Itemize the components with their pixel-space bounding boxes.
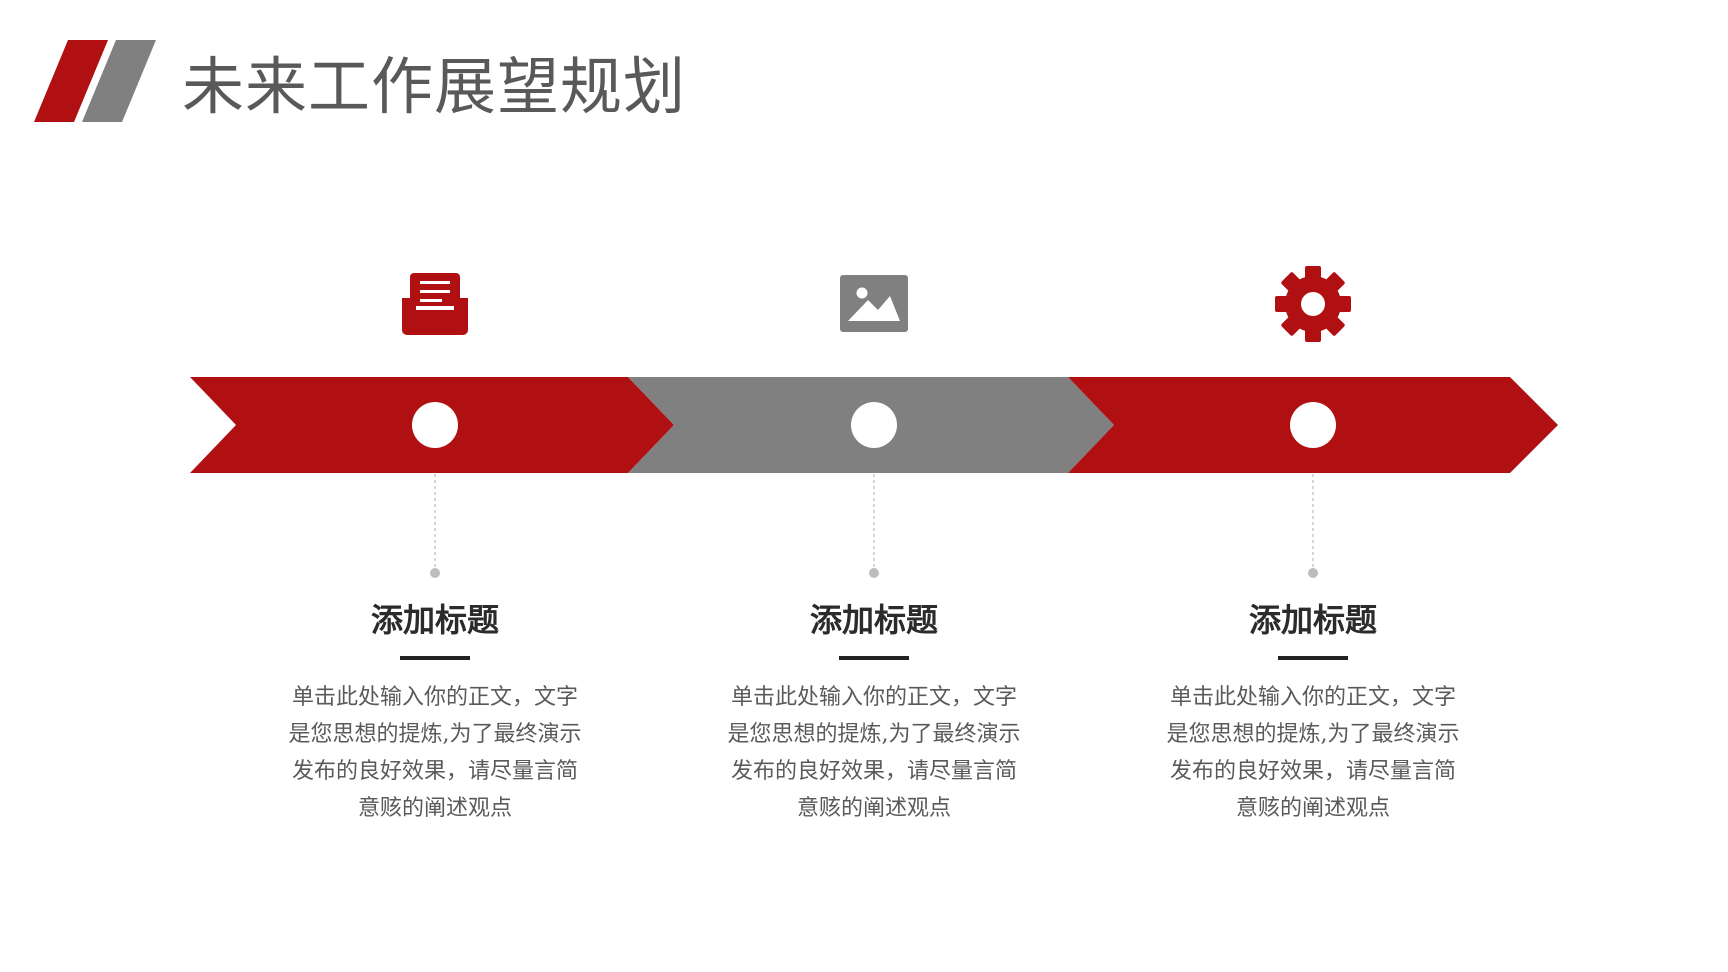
logo-slashes — [34, 40, 156, 122]
logo-slash-gray — [82, 40, 156, 122]
step-description-line: 单击此处输入你的正文，文字 — [730, 685, 1017, 710]
step-underline-3 — [1278, 656, 1348, 660]
step-description-line: 意赅的阐述观点 — [357, 796, 512, 821]
step-description-line: 单击此处输入你的正文，文字 — [291, 685, 578, 710]
step-description-line: 单击此处输入你的正文，文字 — [1169, 685, 1456, 710]
step-description-line: 意赅的阐述观点 — [796, 796, 951, 821]
gear-icon — [1275, 266, 1351, 342]
step-node-1 — [412, 402, 458, 448]
inbox-tray-icon — [402, 273, 468, 335]
step-description-line: 是您思想的提炼,为了最终演示 — [288, 722, 582, 747]
step-node-3 — [1290, 402, 1336, 448]
step-description-line: 发布的良好效果，请尽量言简 — [730, 759, 1017, 784]
step-title-2: 添加标题 — [809, 601, 938, 639]
step-description-3: 单击此处输入你的正文，文字 是您思想的提炼,为了最终演示 发布的良好效果，请尽量… — [1163, 679, 1463, 827]
step-underline-1 — [400, 656, 470, 660]
step-description-line: 发布的良好效果，请尽量言简 — [291, 759, 578, 784]
connector-dot-2 — [869, 568, 879, 578]
step-underline-2 — [839, 656, 909, 660]
step-title-1: 添加标题 — [370, 601, 499, 639]
image-icon — [840, 275, 908, 332]
connector-dot-1 — [430, 568, 440, 578]
connector-dot-3 — [1308, 568, 1318, 578]
step-description-line: 发布的良好效果，请尽量言简 — [1169, 759, 1456, 784]
step-description-line: 是您思想的提炼,为了最终演示 — [727, 722, 1021, 747]
page-title: 未来工作展望规划 — [182, 50, 687, 123]
step-description-2: 单击此处输入你的正文，文字 是您思想的提炼,为了最终演示 发布的良好效果，请尽量… — [724, 679, 1024, 827]
step-description-1: 单击此处输入你的正文，文字 是您思想的提炼,为了最终演示 发布的良好效果，请尽量… — [285, 679, 585, 827]
logo-slash-red — [34, 40, 108, 122]
step-description-line: 是您思想的提炼,为了最终演示 — [1166, 722, 1460, 747]
step-node-2 — [851, 402, 897, 448]
step-title-3: 添加标题 — [1248, 601, 1377, 639]
step-description-line: 意赅的阐述观点 — [1235, 796, 1390, 821]
